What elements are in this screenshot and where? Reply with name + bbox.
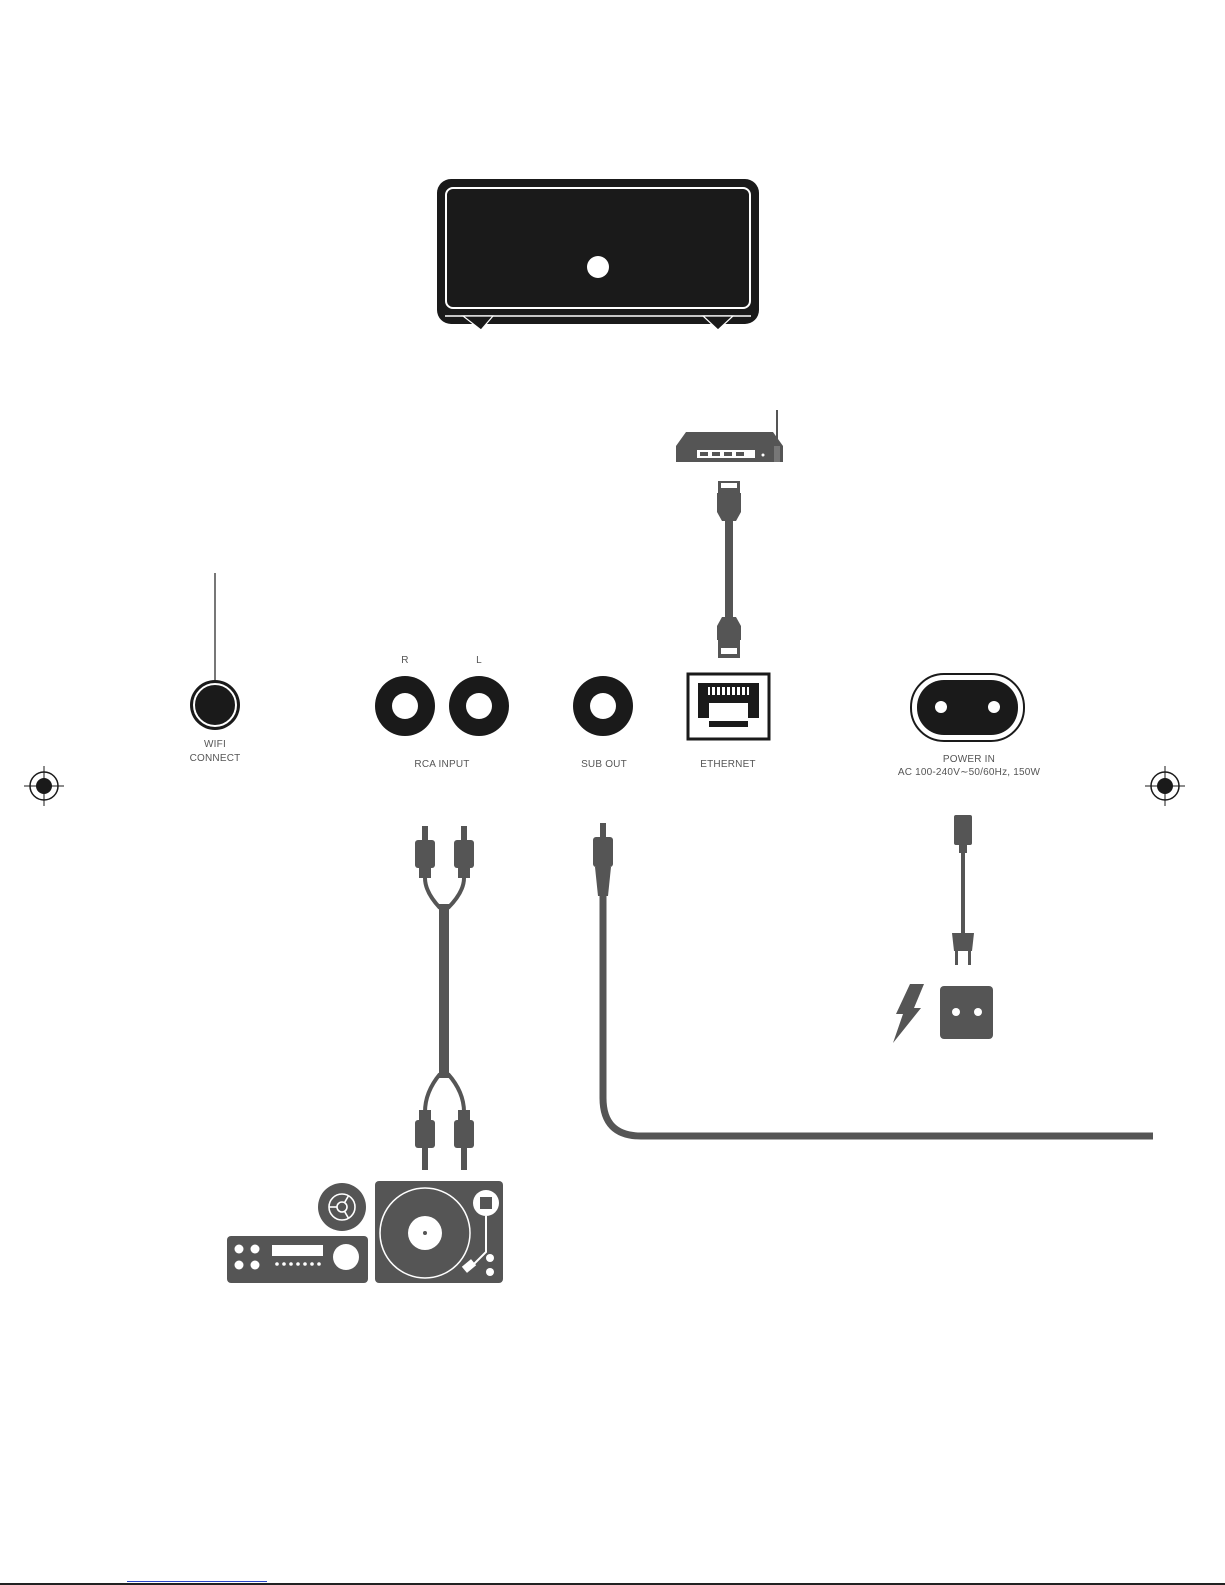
power-socket-icon[interactable] <box>911 674 1024 741</box>
power-in-label: POWER IN <box>943 754 995 765</box>
wifi-connect-button-icon[interactable] <box>190 573 240 730</box>
rca-input-label: RCA INPUT <box>414 759 469 770</box>
rca-jack-icon[interactable] <box>573 676 633 736</box>
rca-left-label: L <box>476 655 482 666</box>
rca-jack-icon[interactable] <box>449 676 509 736</box>
rca-right-label: R <box>401 655 408 666</box>
ethernet-port-icon[interactable] <box>688 674 769 739</box>
chromecast-icon <box>318 1183 366 1231</box>
bottom-link-underline <box>127 1581 267 1582</box>
sub-cable-icon <box>593 823 1153 1136</box>
rca-cable-icon <box>415 826 474 1170</box>
ethernet-label: ETHERNET <box>700 759 756 770</box>
sub-out-label: SUB OUT <box>581 759 627 770</box>
rca-jack-icon[interactable] <box>375 676 435 736</box>
wifi-connect-label: WIFI <box>204 739 226 750</box>
registration-mark-icon <box>24 766 64 806</box>
lightning-icon <box>893 984 924 1043</box>
wifi-connect-label-line2: CONNECT <box>190 753 241 764</box>
turntable-icon <box>375 1181 503 1283</box>
stereo-receiver-icon <box>227 1236 368 1283</box>
wall-outlet-icon <box>940 986 993 1039</box>
router-icon <box>676 410 783 462</box>
power-spec-label: AC 100-240V∼50/60Hz, 150W <box>898 767 1041 778</box>
power-cable-icon <box>952 815 974 965</box>
speaker-icon <box>437 179 759 330</box>
ethernet-cable-icon <box>717 481 741 658</box>
registration-mark-icon <box>1145 766 1185 806</box>
